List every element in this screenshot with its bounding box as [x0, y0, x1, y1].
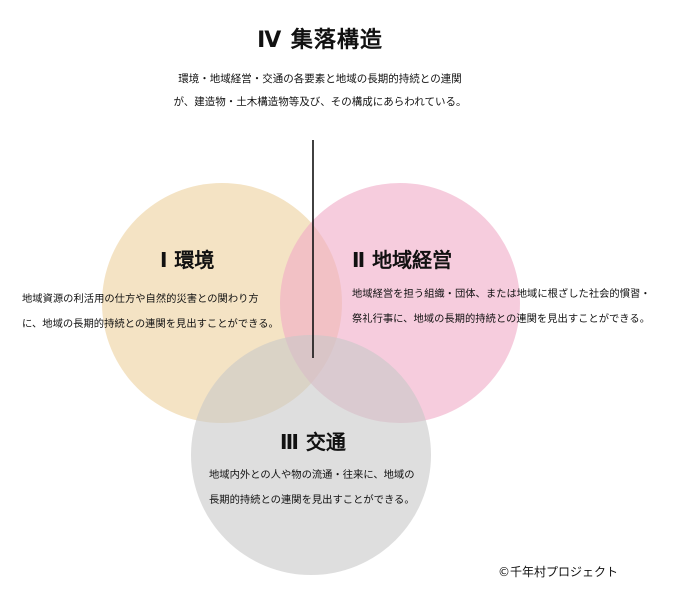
- structure-description-line-2: が、建造物・土木構造物等及び、その構成にあらわれている。: [173, 96, 467, 108]
- traffic-description: 地域内外との人や物の流通・往来に、地域の 長期的持続との連関を見出すことができる…: [209, 463, 415, 513]
- traffic-circle: [191, 335, 431, 575]
- traffic-description-line-1: 地域内外との人や物の流通・往来に、地域の: [209, 469, 415, 481]
- structure-description: 環境・地域経営・交通の各要素と地域の長期的持続との連関 が、建造物・土木構造物等…: [0, 68, 640, 114]
- management-description-line-1: 地域経営を担う組織・団体、または地域に根ざした社会的慣習・: [352, 288, 651, 300]
- environment-label: Ⅰ 環境: [160, 248, 215, 272]
- traffic-label: Ⅲ 交通: [280, 430, 346, 454]
- structure-description-line-1: 環境・地域経営・交通の各要素と地域の長期的持続との連関: [178, 73, 462, 85]
- management-label: Ⅱ 地域経営: [352, 248, 453, 272]
- environment-description-line-1: 地域資源の利活用の仕方や自然的災害との関わり方: [22, 293, 259, 305]
- diagram-title: Ⅳ 集落構造: [257, 28, 383, 53]
- traffic-description-line-2: 長期的持続との連関を見出すことができる。: [209, 494, 415, 506]
- management-description-line-2: 祭礼行事に、地域の長期的持続との連関を見出すことができる。: [352, 313, 650, 325]
- management-description: 地域経営を担う組織・団体、または地域に根ざした社会的慣習・ 祭礼行事に、地域の長…: [352, 282, 651, 332]
- copyright-notice: ©千年村プロジェクト: [498, 565, 619, 579]
- environment-description-line-2: に、地域の長期的持続との連関を見出すことができる。: [22, 318, 279, 330]
- environment-description: 地域資源の利活用の仕方や自然的災害との関わり方 に、地域の長期的持続との連関を見…: [22, 287, 279, 337]
